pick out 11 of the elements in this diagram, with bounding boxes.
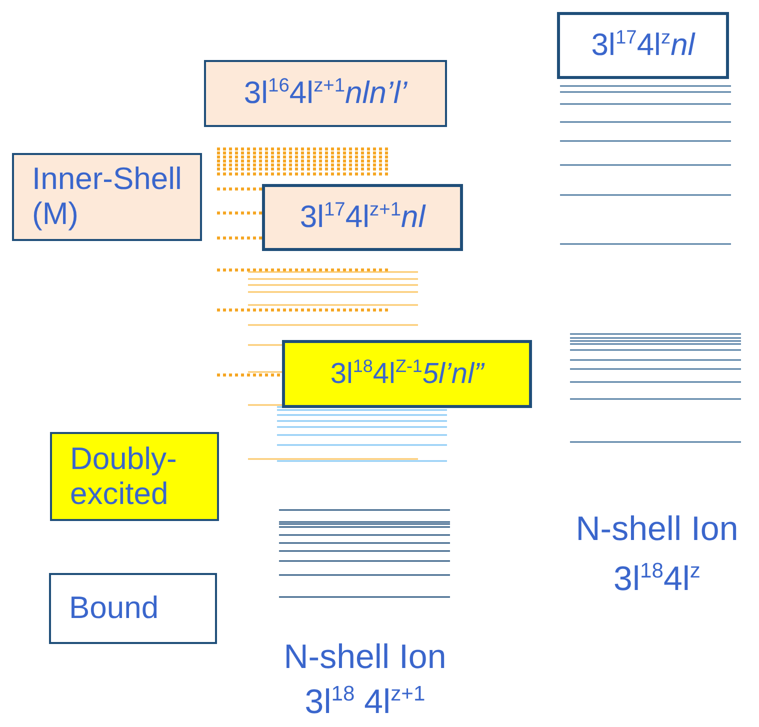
ion-label: N-shell Ion [282, 638, 448, 677]
ion-label: 3l$^{18}$ 4l$^{z+1}$ [304, 683, 426, 722]
ion-label: N-shell Ion [574, 510, 740, 549]
state-box: Doubly-excited [50, 432, 219, 521]
state-box: 3l$^{17}$4l$^{z}$nl [557, 12, 729, 79]
state-box: 3l$^{16}$4l$^{z+1}$nln’l’ [204, 60, 447, 127]
state-box: Bound [49, 573, 217, 644]
ion-label: 3l$^{18}$4l$^{z}$ [612, 560, 702, 599]
state-box: 3l$^{18}$4l$^{Z-1}$5l’nl” [282, 340, 532, 408]
state-box: 3l$^{17}$4l$^{z+1}$nl [262, 184, 463, 251]
state-box: Inner-Shell (M) [12, 153, 202, 241]
